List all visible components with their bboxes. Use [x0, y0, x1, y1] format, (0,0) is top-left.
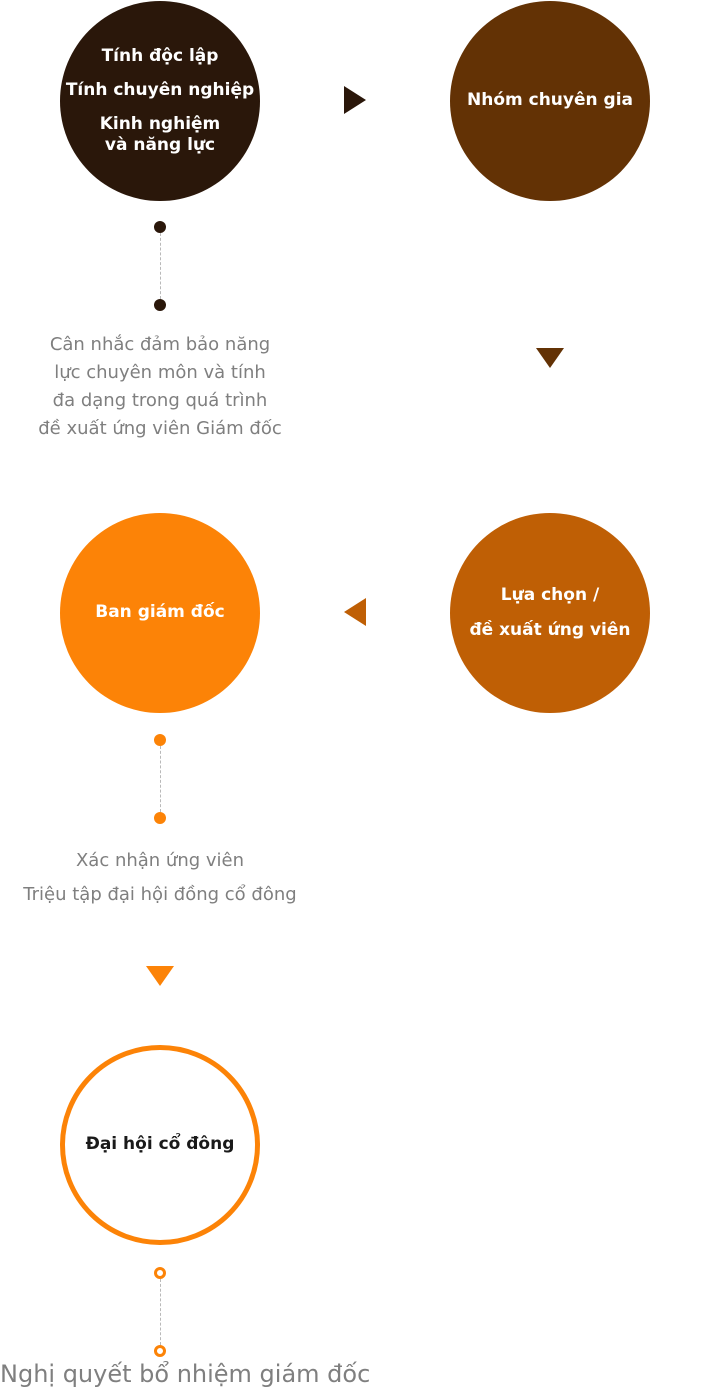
connector-dot-bottom: [154, 812, 166, 824]
node-board-label: Ban giám đốc: [95, 602, 225, 623]
consideration-description: Cân nhắc đảm bảo năng lực chuyên môn và …: [10, 331, 310, 443]
node-selection: Lựa chọn / đề xuất ứng viên: [450, 513, 650, 713]
node-independence-line-3: Kinh nghiệm: [99, 114, 221, 134]
node-independence-line-1: Tính độc lập: [101, 45, 219, 66]
consideration-line-3: đa dạng trong quá trình: [52, 390, 268, 411]
node-independence-line-2: Tính chuyên nghiệp: [65, 79, 255, 100]
confirmation-line-2: Triệu tập đại hội đồng cổ đông: [23, 884, 297, 905]
node-expert-group: Nhóm chuyên gia: [450, 1, 650, 201]
confirmation-line-1: Xác nhận ứng viên: [75, 850, 245, 871]
connector-ring-top: [154, 1267, 166, 1279]
node-selection-line-1: Lựa chọn /: [500, 584, 600, 605]
node-shareholders: Đại hội cổ đông: [60, 1045, 260, 1245]
node-selection-line-2: đề xuất ứng viên: [469, 620, 631, 640]
arrow-down-icon: [146, 966, 174, 986]
connector-dashed-line: [160, 1279, 161, 1345]
final-resolution-text: Nghị quyết bổ nhiệm giám đốc: [0, 1360, 371, 1388]
consideration-line-1: Cân nhắc đảm bảo năng: [49, 334, 271, 355]
consideration-line-2: lực chuyên môn và tính: [54, 362, 266, 383]
node-board: Ban giám đốc: [60, 513, 260, 713]
node-shareholders-label: Đại hội cổ đông: [85, 1134, 235, 1155]
connector-dot-top: [154, 734, 166, 746]
connector-dot-top: [154, 221, 166, 233]
connector-dashed-line: [160, 233, 161, 299]
node-expert-group-label: Nhóm chuyên gia: [466, 90, 634, 111]
connector-dashed-line: [160, 746, 161, 812]
confirmation-description: Xác nhận ứng viên Triệu tập đại hội đồng…: [0, 844, 320, 912]
arrow-right-icon: [344, 86, 366, 114]
arrow-down-icon: [536, 348, 564, 368]
connector-ring-bottom: [154, 1345, 166, 1357]
node-independence-line-4: và năng lực: [104, 135, 216, 156]
node-independence: Tính độc lập Tính chuyên nghiệp Kinh ngh…: [60, 1, 260, 201]
arrow-left-icon: [344, 598, 366, 626]
connector-dot-bottom: [154, 299, 166, 311]
consideration-line-4: đề xuất ứng viên Giám đốc: [38, 418, 282, 439]
